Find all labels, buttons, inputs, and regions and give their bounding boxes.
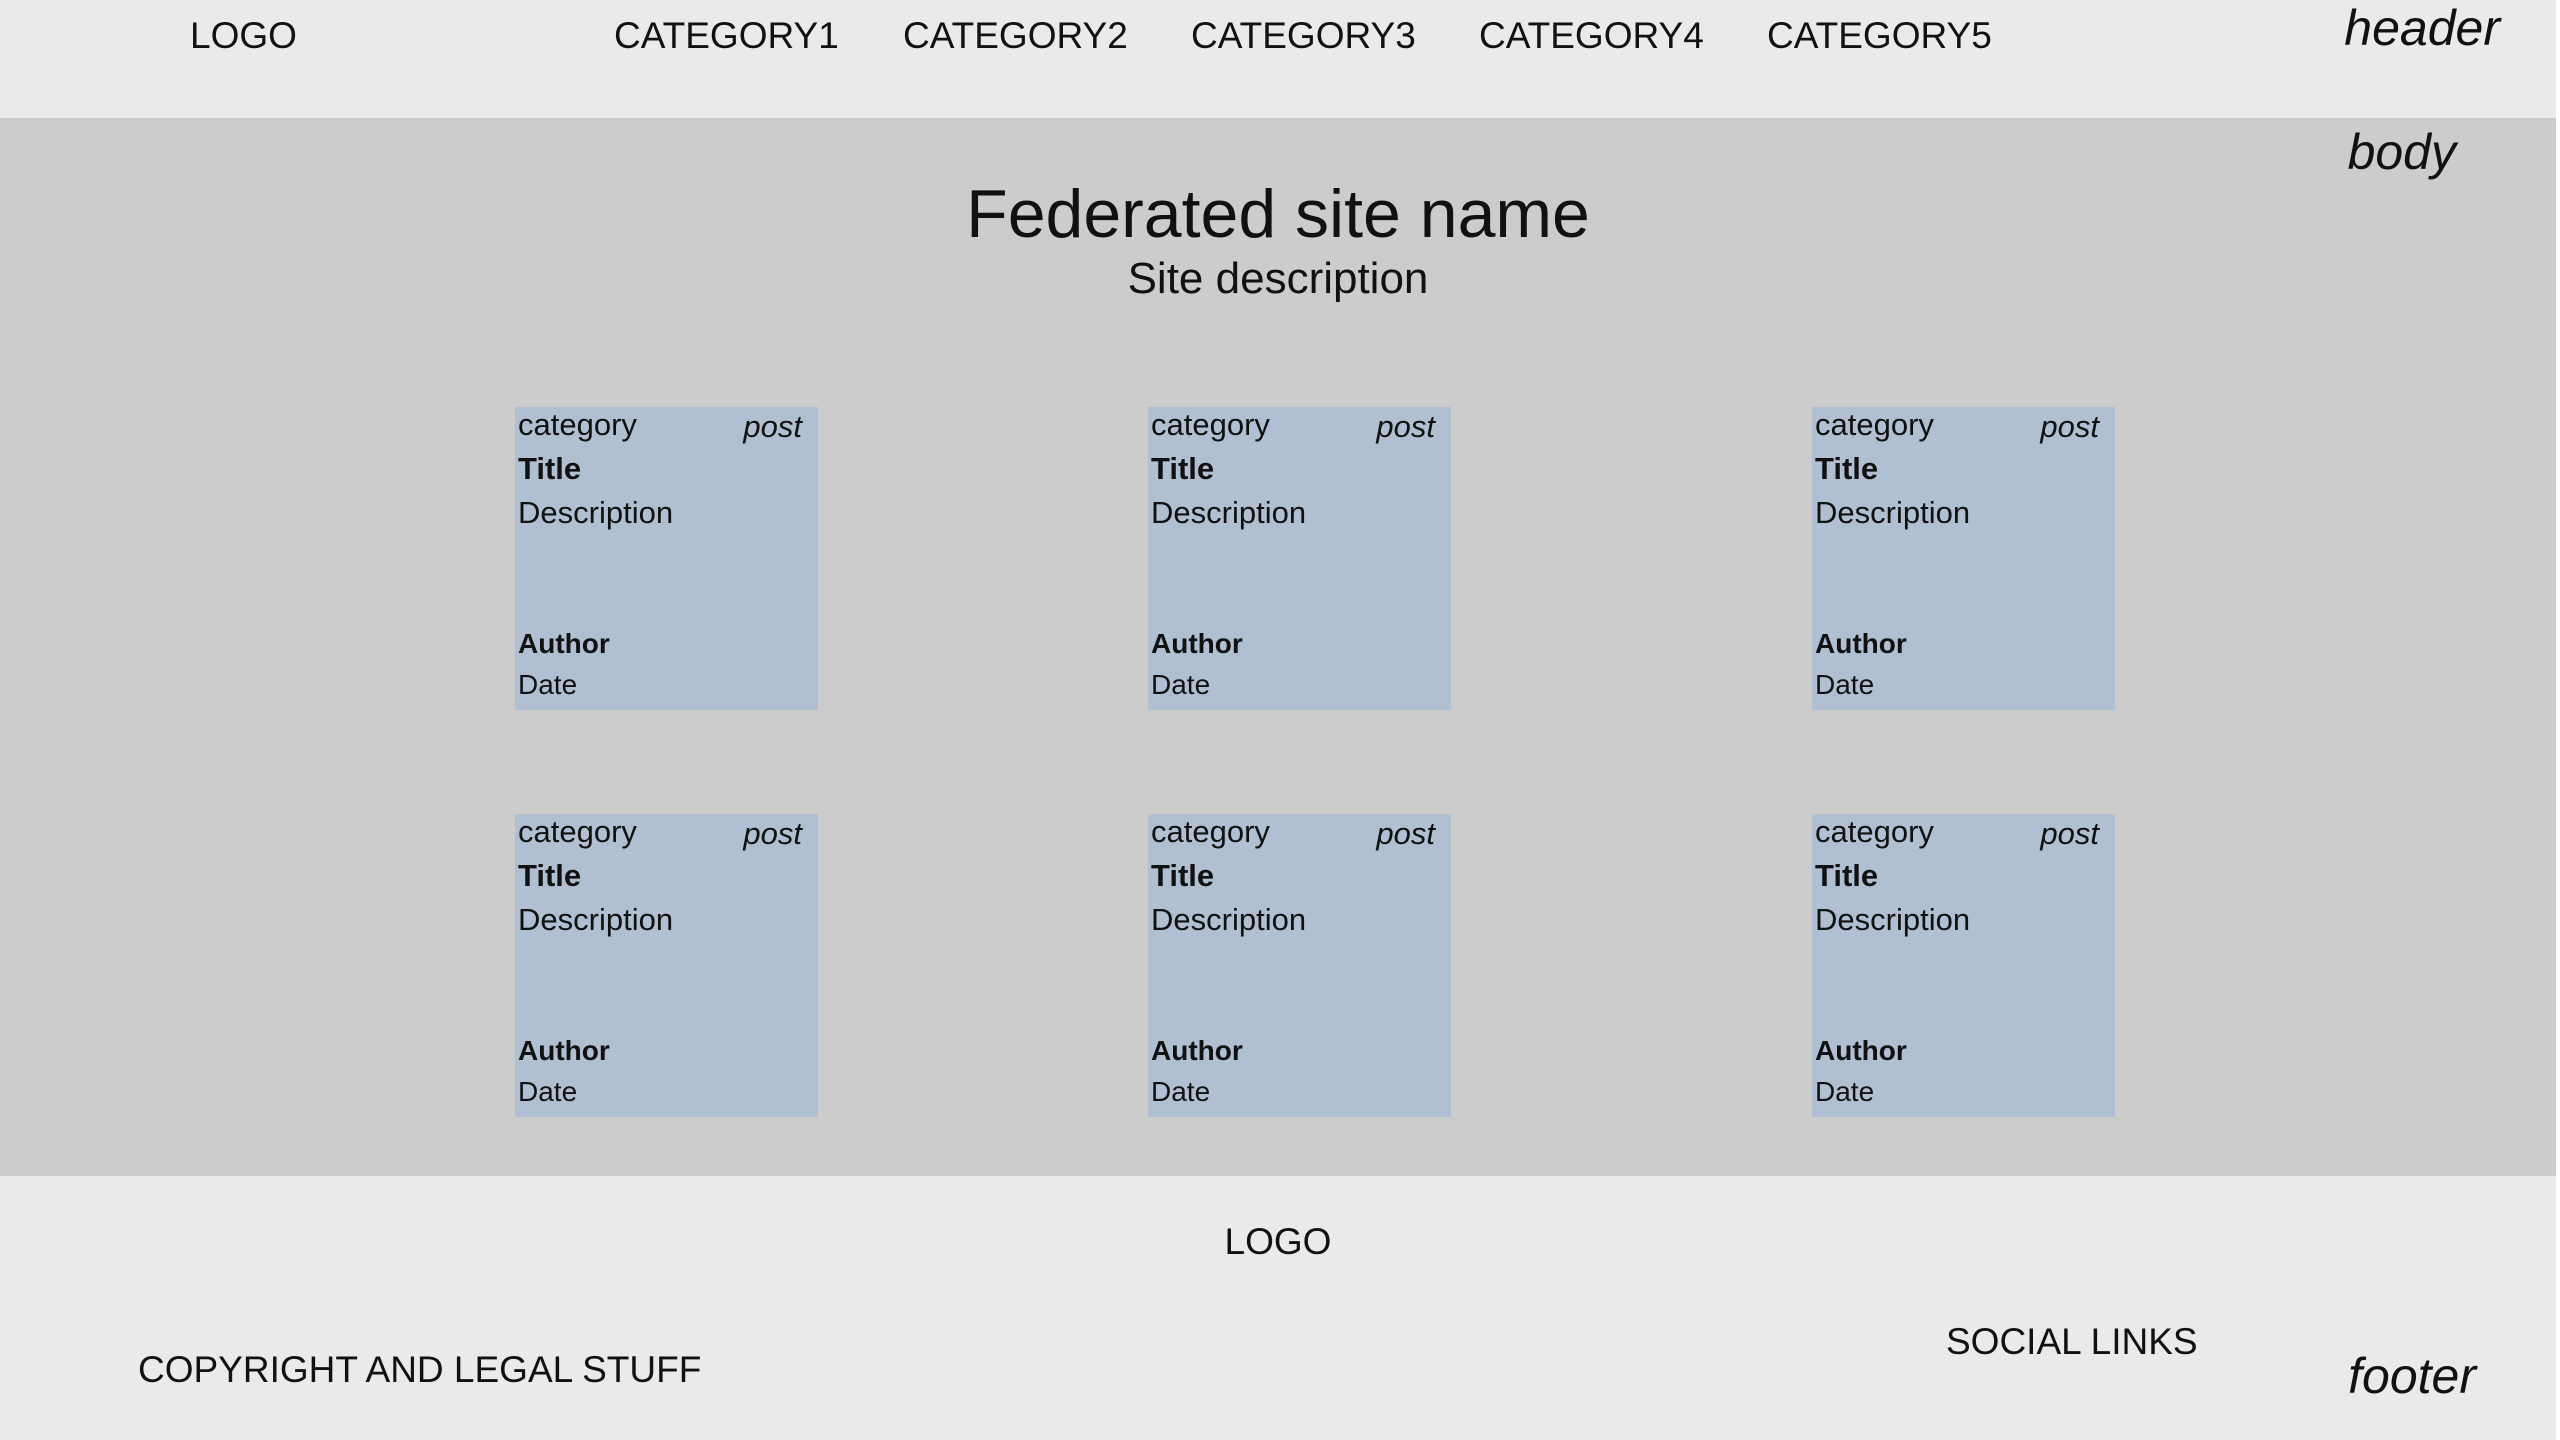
nav-category-3[interactable]: CATEGORY3: [1191, 15, 1416, 56]
card-date: Date: [1815, 669, 1875, 700]
post-card[interactable]: category post Title Description Author D…: [1812, 814, 2115, 1117]
post-card[interactable]: category post Title Description Author D…: [1148, 814, 1451, 1117]
card-description: Description: [518, 495, 674, 530]
body-section-label: body: [2347, 124, 2456, 180]
card-type: post: [743, 409, 802, 444]
post-card[interactable]: category post Title Description Author D…: [1148, 407, 1451, 710]
card-description: Description: [1815, 495, 1971, 530]
card-author[interactable]: Author: [1815, 1035, 1907, 1066]
post-card[interactable]: category post Title Description Author D…: [1812, 407, 2115, 710]
header-logo[interactable]: LOGO: [190, 15, 297, 56]
card-type: post: [1376, 409, 1435, 444]
footer-copyright[interactable]: COPYRIGHT AND LEGAL STUFF: [138, 1349, 702, 1390]
nav-category-4[interactable]: CATEGORY4: [1479, 15, 1704, 56]
card-description: Description: [518, 902, 674, 937]
footer-section-label: footer: [2348, 1348, 2476, 1404]
post-card[interactable]: category post Title Description Author D…: [515, 814, 818, 1117]
card-title[interactable]: Title: [1815, 858, 1879, 893]
card-title[interactable]: Title: [1151, 858, 1215, 893]
footer-logo[interactable]: LOGO: [1224, 1221, 1332, 1262]
card-category[interactable]: category: [518, 814, 637, 849]
card-date: Date: [1151, 1076, 1211, 1107]
nav-category-2[interactable]: CATEGORY2: [903, 15, 1128, 56]
body-region: body Federated site name Site descriptio…: [0, 118, 2556, 1176]
card-category[interactable]: category: [1151, 814, 1270, 849]
card-category[interactable]: category: [1815, 814, 1934, 849]
site-description: Site description: [1127, 254, 1429, 303]
footer-region: LOGO COPYRIGHT AND LEGAL STUFF SOCIAL LI…: [0, 1176, 2556, 1440]
card-date: Date: [518, 1076, 578, 1107]
card-category[interactable]: category: [1151, 407, 1270, 442]
card-title[interactable]: Title: [518, 451, 582, 486]
footer-social-links[interactable]: SOCIAL LINKS: [1946, 1321, 2198, 1362]
post-card[interactable]: category post Title Description Author D…: [515, 407, 818, 710]
card-description: Description: [1151, 902, 1307, 937]
card-type: post: [2040, 409, 2099, 444]
card-category[interactable]: category: [1815, 407, 1934, 442]
nav-category-1[interactable]: CATEGORY1: [614, 15, 839, 56]
card-author[interactable]: Author: [1815, 628, 1907, 659]
header-section-label: header: [2344, 0, 2500, 56]
card-date: Date: [1815, 1076, 1875, 1107]
card-type: post: [2040, 816, 2099, 851]
card-type: post: [743, 816, 802, 851]
card-title[interactable]: Title: [1815, 451, 1879, 486]
card-description: Description: [1815, 902, 1971, 937]
header-region: LOGO CATEGORY1 CATEGORY2 CATEGORY3 CATEG…: [0, 0, 2556, 118]
card-title[interactable]: Title: [518, 858, 582, 893]
card-date: Date: [1151, 669, 1211, 700]
card-description: Description: [1151, 495, 1307, 530]
nav-category-5[interactable]: CATEGORY5: [1767, 15, 1992, 56]
card-author[interactable]: Author: [1151, 628, 1243, 659]
card-author[interactable]: Author: [518, 1035, 610, 1066]
card-category[interactable]: category: [518, 407, 637, 442]
card-type: post: [1376, 816, 1435, 851]
card-title[interactable]: Title: [1151, 451, 1215, 486]
site-name: Federated site name: [966, 176, 1590, 252]
card-date: Date: [518, 669, 578, 700]
card-author[interactable]: Author: [1151, 1035, 1243, 1066]
card-author[interactable]: Author: [518, 628, 610, 659]
